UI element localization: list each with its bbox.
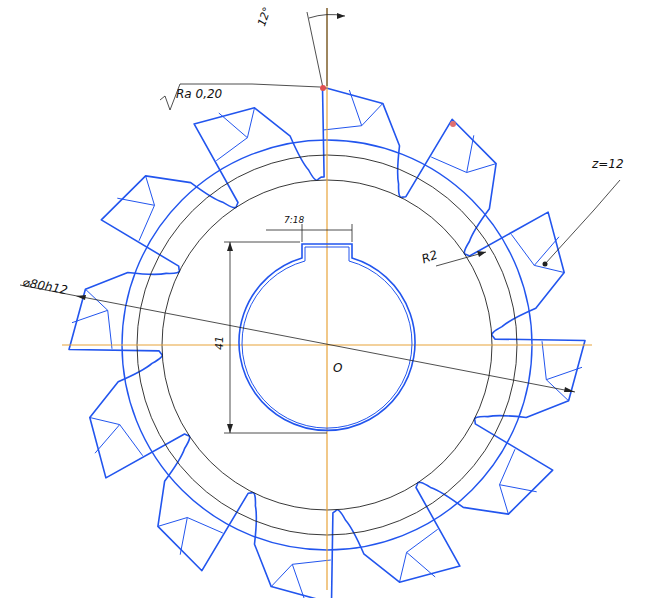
bore-keyway — [239, 244, 415, 430]
roughness-value: Ra 0,20 — [176, 88, 222, 100]
center-mark: O — [333, 362, 342, 374]
diameter-dimension: ⌀80h12 — [22, 276, 69, 296]
tooth-count: z=12 — [592, 158, 624, 170]
point-marker — [320, 85, 326, 91]
arrowheads — [76, 295, 575, 392]
leader-line — [436, 252, 486, 266]
leader-dot — [543, 262, 548, 267]
arrowheads — [227, 242, 233, 433]
height-dimension: 41 — [214, 336, 225, 350]
extension-line — [224, 242, 300, 243]
diameter-line — [20, 285, 575, 392]
dimension-line — [230, 242, 231, 433]
roughness-symbol — [160, 84, 320, 110]
leader-line — [594, 180, 620, 210]
extension-line — [307, 12, 323, 88]
extension-line — [352, 224, 353, 242]
keyway-dimension: 7:18 — [284, 216, 304, 225]
arrowhead — [337, 13, 345, 19]
extension-line — [302, 224, 303, 242]
angle-dimension: 12° — [256, 6, 273, 28]
extension-line — [224, 433, 327, 434]
bore-keyway-inner — [242, 247, 412, 428]
extension-line — [327, 8, 328, 86]
radius-dimension: R2 — [420, 249, 439, 266]
leader-line — [545, 210, 594, 264]
arrowhead — [477, 251, 486, 257]
point-marker — [450, 121, 456, 127]
vertical-centerline — [326, 8, 327, 590]
dimension-line — [266, 230, 352, 231]
